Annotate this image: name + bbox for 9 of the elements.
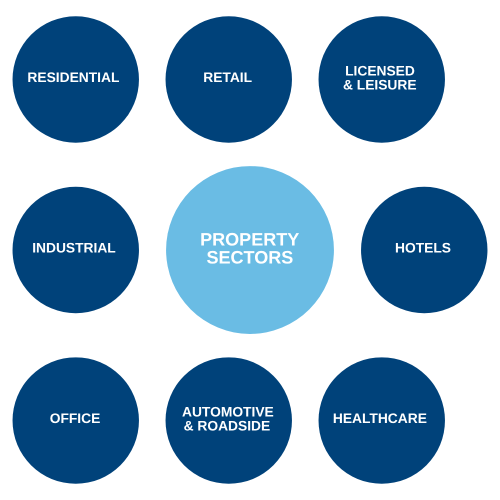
node-circle: HEALTHCARE	[318, 357, 445, 484]
node-circle: OFFICE	[12, 357, 139, 484]
node-circle: LICENSED & LEISURE	[318, 16, 445, 143]
node-circle: RETAIL	[166, 16, 292, 143]
node-circle: PROPERTY SECTORS	[166, 166, 334, 334]
node-circle: HOTELS	[361, 186, 488, 314]
node-circle: INDUSTRIAL	[12, 186, 139, 314]
node-circle: AUTOMOTIVE & ROADSIDE	[166, 357, 292, 484]
node-circle: RESIDENTIAL	[12, 16, 139, 143]
